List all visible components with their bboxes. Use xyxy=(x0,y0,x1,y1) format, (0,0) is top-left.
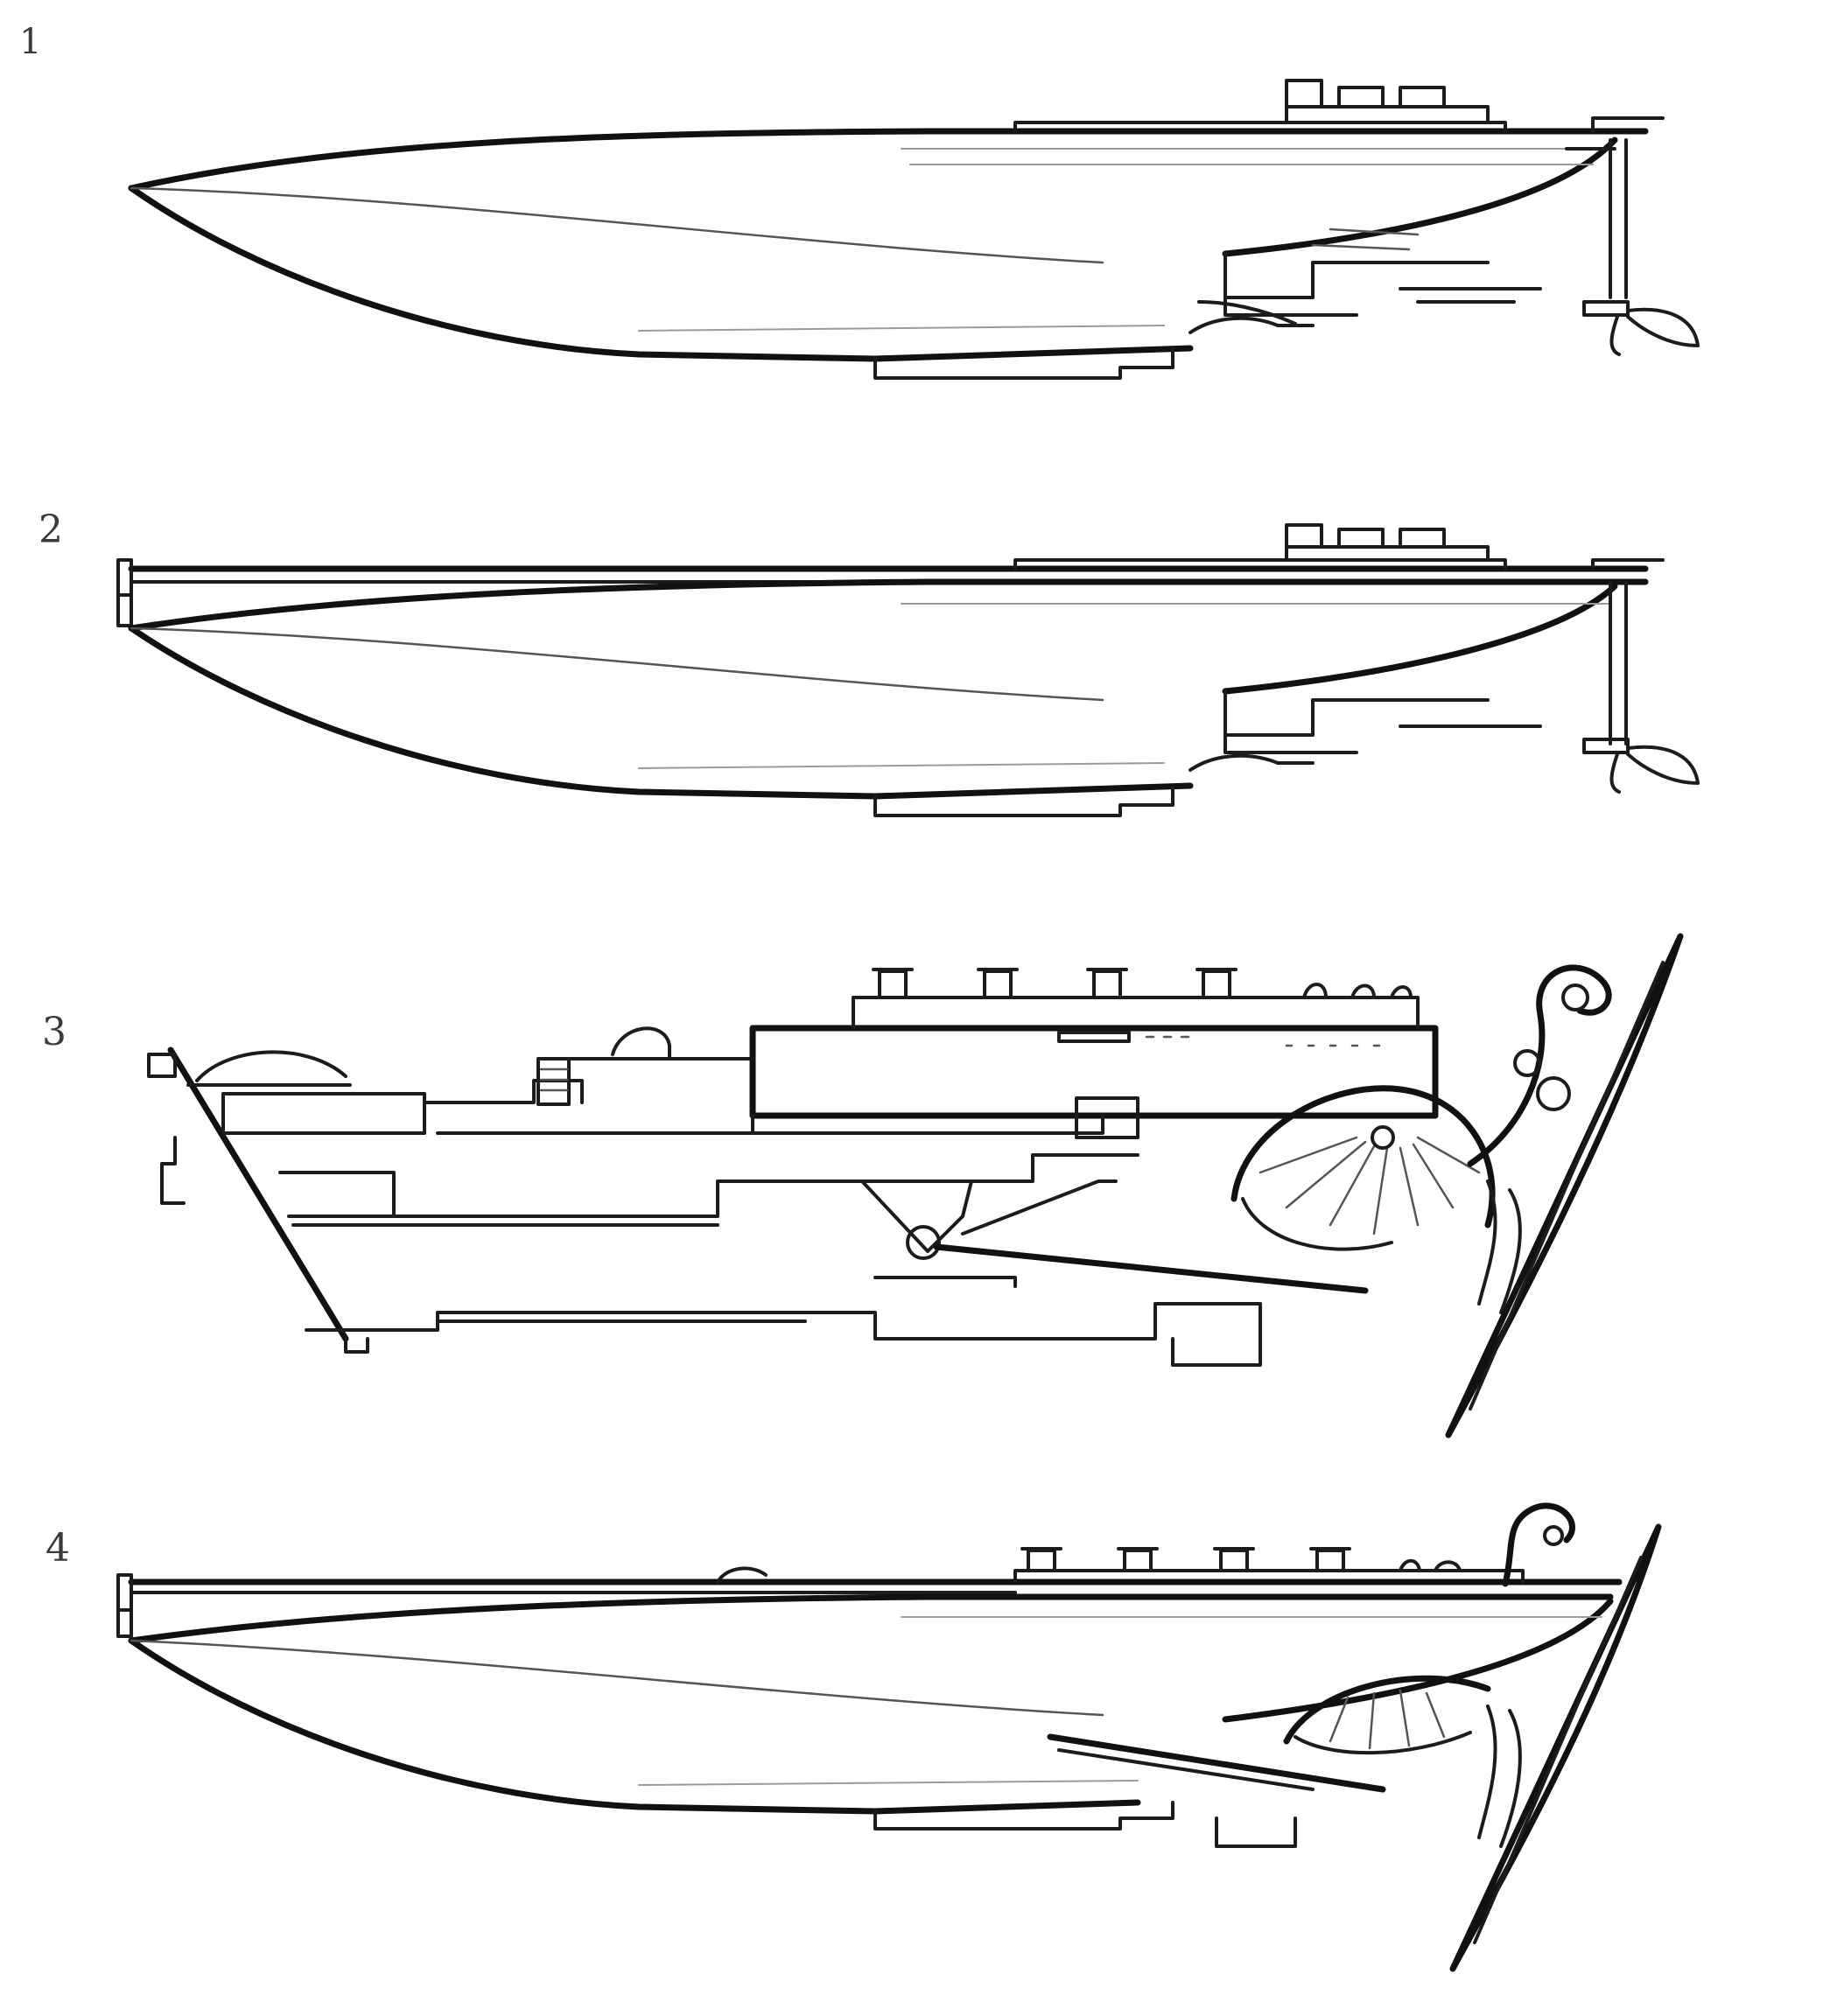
ship-sketch-3 xyxy=(147,933,1684,1438)
panel-number-4: 4 xyxy=(46,1526,70,1571)
panel-number-2: 2 xyxy=(39,508,63,552)
ship-sketch-1 xyxy=(128,79,1700,380)
panel-number-3: 3 xyxy=(42,1010,67,1054)
ship-sketch-4 xyxy=(116,1502,1662,1972)
ship-sketch-2 xyxy=(116,523,1700,817)
panel-number-1: 1 xyxy=(19,22,42,62)
